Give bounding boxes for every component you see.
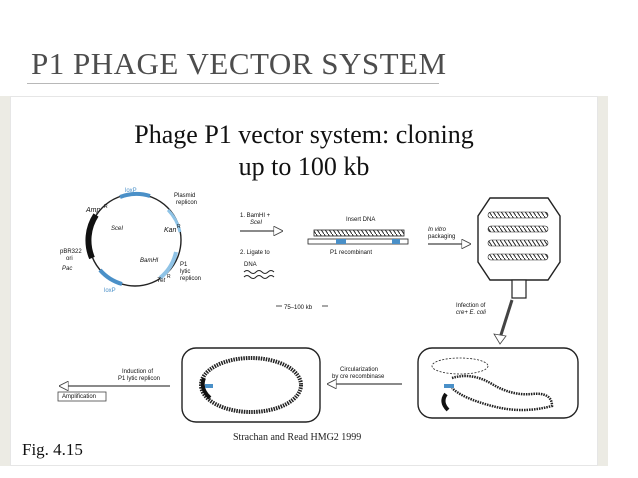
phage-head	[477, 197, 561, 281]
amp-label: Amp	[85, 207, 101, 214]
cre-recombinase-label: by cre recombinase	[332, 374, 385, 380]
ecoli-cell	[417, 347, 579, 419]
injected-loxp-marker	[444, 384, 454, 388]
packaged-dna-4	[487, 253, 549, 261]
step1-enzyme-label: SceI	[250, 220, 262, 226]
circular-recombinant-cell	[181, 347, 321, 423]
infection-arrow-shaft	[498, 299, 514, 339]
ori-label: ori	[66, 256, 73, 262]
p1-recombinant-linear: Insert DNA P1 recombinant	[307, 217, 409, 256]
size-range-label: 75–100 kb	[284, 305, 313, 311]
figure-credit: Strachan and Read HMG2 1999	[233, 432, 362, 443]
tet-label: Tet	[157, 278, 165, 284]
slide-title: P1 PHAGE VECTOR SYSTEM	[31, 46, 447, 81]
amplification-label: Amplification	[62, 394, 96, 400]
right-border-stripe	[598, 96, 608, 466]
amplification-box	[57, 391, 107, 402]
packaging-label: packaging	[428, 234, 455, 240]
injected-vector-segment	[441, 392, 450, 412]
p1-phage-particle	[477, 197, 561, 299]
vector-arms	[307, 238, 409, 245]
p1-vector-plasmid: loxP Plasmid replicon Amp R SceI pBR322 …	[60, 188, 201, 294]
figure-heading-line2: up to 100 kb	[238, 152, 370, 181]
bamhi-left-label: BamHI	[140, 258, 159, 264]
recombinant-loxp-marker-2	[392, 239, 400, 244]
tet-superscript: R	[167, 274, 171, 280]
insert-dna-label: Insert DNA	[346, 217, 375, 223]
left-border-stripe	[0, 96, 10, 466]
injected-phage-dna	[451, 374, 554, 412]
pbr322-label: pBR322	[60, 249, 82, 255]
loxp-top-marker	[119, 191, 151, 199]
scei-label: SceI	[111, 226, 123, 232]
kan-label: Kan	[164, 227, 177, 234]
host-chromosome	[431, 357, 489, 375]
plasmid-replicon-segment	[166, 208, 182, 233]
replicon-lytic-label: replicon	[180, 276, 201, 282]
infection-of-label: Infection of	[456, 303, 486, 309]
amplification-step: Induction of P1 lytic replicon Amplifica…	[57, 369, 170, 402]
replicon-label: replicon	[176, 200, 197, 206]
circular-loxp-marker	[205, 384, 213, 388]
circularization-label: Circularization	[340, 367, 378, 373]
figure-caption: Fig. 4.15	[22, 440, 83, 459]
step2-label: 2. Ligate to	[240, 250, 270, 256]
cloning-steps: 1. BamHI + SceI 2. Ligate to DNA	[240, 213, 282, 279]
p1-label: P1	[180, 262, 188, 268]
in-vitro-label: In vitro	[428, 227, 447, 233]
induction-of-label: Induction of	[122, 369, 153, 375]
p1-recombinant-label: P1 recombinant	[330, 250, 372, 256]
infection-arrow-head	[493, 333, 507, 345]
pac-label: Pac	[62, 266, 72, 272]
p1-lytic-replicon-segment	[158, 251, 178, 280]
step2-dna-label: DNA	[244, 262, 257, 268]
kan-superscript: R	[177, 224, 181, 230]
amp-superscript: R	[104, 204, 108, 210]
loxp-bottom-marker	[98, 268, 123, 286]
circular-vector-segment	[200, 377, 212, 400]
donor-dna-squiggle-2	[243, 275, 275, 279]
title-underline	[27, 83, 439, 84]
lytic-label: lytic	[180, 269, 190, 275]
step1-label: 1. BamHI +	[240, 213, 271, 219]
donor-dna-squiggle-1	[243, 270, 275, 274]
packaging-step: In vitro packaging	[428, 227, 470, 244]
packaged-dna-2	[487, 225, 549, 233]
insert-dna-coil	[313, 229, 405, 237]
figure-heading-line1: Phage P1 vector system: cloning	[134, 120, 474, 149]
infection-step: Infection of cre+ E. coli	[456, 299, 514, 345]
recombinant-loxp-marker	[336, 239, 346, 244]
packaged-dna-3	[487, 239, 549, 247]
packaged-dna-1	[487, 211, 549, 219]
loxp-top-label: loxP	[125, 188, 137, 194]
ecoli-cell-wall	[417, 347, 579, 419]
plasmid-label: Plasmid	[174, 193, 195, 199]
phage-tail	[511, 279, 527, 299]
cre-ecoli-label: cre+ E. coli	[456, 310, 487, 316]
circularization-step: Circularization by cre recombinase	[328, 367, 402, 384]
loxp-bottom-label: loxP	[104, 288, 116, 294]
p1-lytic-replicon-label: P1 lytic replicon	[118, 376, 160, 382]
pbr322-ori-segment	[85, 213, 99, 260]
figure-heading: Phage P1 vector system: cloning up to 10…	[11, 119, 597, 183]
